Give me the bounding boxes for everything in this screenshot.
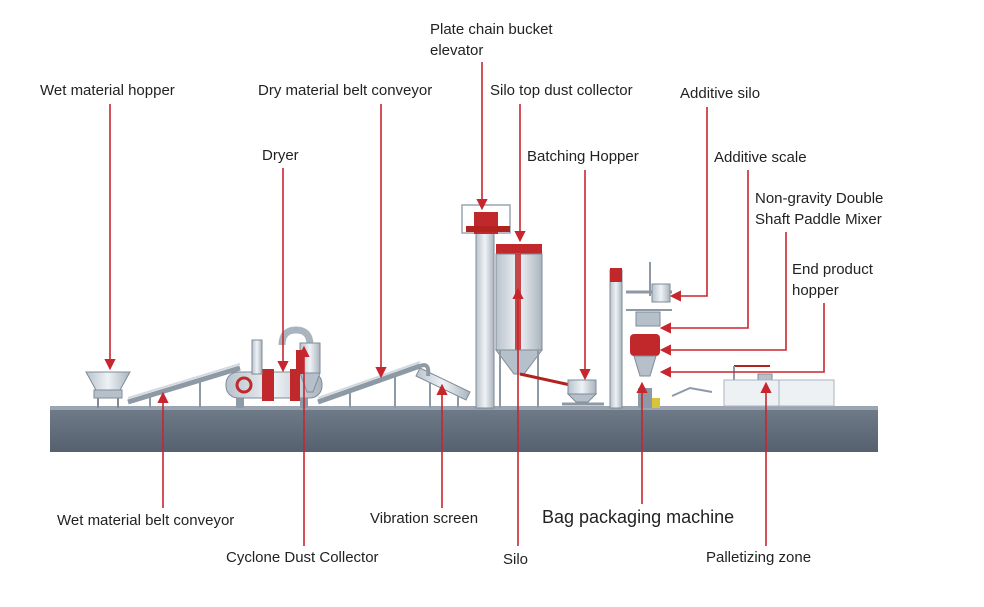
- cyclone-dust-collector: [278, 326, 321, 393]
- label-dry-material-belt-conveyor: Dry material belt conveyor: [258, 82, 433, 99]
- label-silo-top-dust-collector: Silo top dust collector: [490, 82, 633, 99]
- wet-material-belt-conveyor: [127, 363, 241, 408]
- label-bucket-elevator-line1: Plate chain bucket: [430, 21, 553, 38]
- label-end-product-hopper-line2: hopper: [792, 282, 839, 299]
- arrow-paddle-mixer: [659, 232, 787, 356]
- label-dryer: Dryer: [262, 147, 299, 164]
- arrow-end-product-hopper: [659, 303, 825, 378]
- label-palletizing-zone: Palletizing zone: [706, 549, 812, 566]
- dryer: [225, 339, 323, 408]
- label-bag-packaging-machine: Bag packaging machine: [542, 507, 735, 527]
- label-batching-hopper: Batching Hopper: [527, 148, 639, 165]
- label-wet-material-belt-conveyor: Wet material belt conveyor: [57, 512, 235, 529]
- wet-material-hopper: [85, 371, 131, 408]
- vibration-screen: [415, 363, 471, 408]
- plate-chain-bucket-elevator: [461, 204, 511, 409]
- label-additive-silo: Additive silo: [680, 85, 761, 102]
- label-paddle-mixer-line1: Non-gravity Double: [755, 190, 884, 207]
- label-bucket-elevator-line2: elevator: [430, 42, 484, 59]
- arrow-additive-silo: [669, 107, 708, 302]
- label-paddle-mixer-line2: Shaft Paddle Mixer: [755, 211, 882, 228]
- label-vibration-screen: Vibration screen: [370, 510, 479, 527]
- label-wet-material-hopper: Wet material hopper: [40, 82, 175, 99]
- label-additive-scale: Additive scale: [714, 149, 807, 166]
- batching-hopper: [562, 379, 604, 406]
- ground-platform: [50, 406, 878, 452]
- mixing-tower: [609, 262, 672, 409]
- label-cyclone-dust-collector: Cyclone Dust Collector: [226, 549, 379, 566]
- label-silo: Silo: [503, 551, 529, 568]
- dry-material-belt-conveyor: [317, 361, 421, 408]
- arrow-additive-scale: [659, 170, 749, 334]
- silo: [495, 244, 576, 408]
- label-end-product-hopper-line1: End product: [792, 261, 873, 278]
- palletizing-zone-area: [723, 379, 835, 407]
